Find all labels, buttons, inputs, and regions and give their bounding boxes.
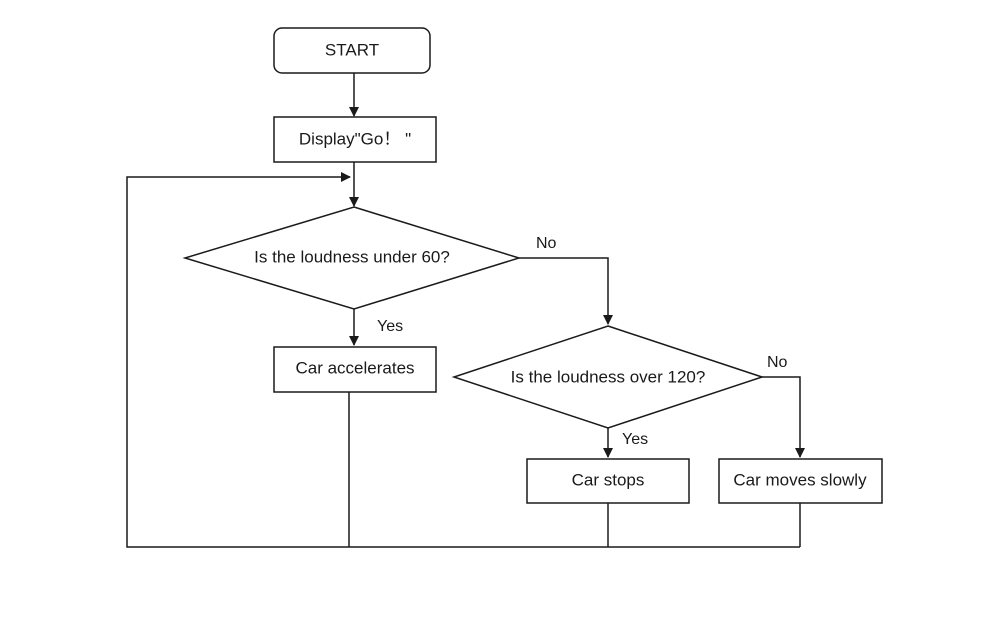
start-label: START xyxy=(325,40,379,59)
accelerate-label: Car accelerates xyxy=(295,358,414,377)
display-label: Display"Go！ " xyxy=(299,129,411,148)
decision2-node: Is the loudness over 120? xyxy=(451,325,765,429)
start-terminator-shape xyxy=(273,27,431,74)
decision2-no-label: No xyxy=(767,354,788,371)
decision1-no-label: No xyxy=(536,235,557,252)
accelerate-node: Car accelerates xyxy=(273,346,437,393)
stops-label: Car stops xyxy=(572,470,645,489)
decision1-node: Is the loudness under 60? xyxy=(182,206,522,310)
decision2-diamond-shape xyxy=(451,325,765,429)
arrow-decision1-no-branch xyxy=(519,257,613,325)
stops-process-shape xyxy=(526,458,690,504)
slow-process-shape xyxy=(718,458,883,504)
arrow-decision2-no-branch xyxy=(762,376,805,458)
display-process-shape xyxy=(273,116,437,163)
accelerate-process-shape xyxy=(273,346,437,393)
decision1-label: Is the loudness under 60? xyxy=(254,247,450,266)
decision1-diamond-shape xyxy=(182,206,522,310)
start-node: START xyxy=(273,27,431,74)
decision2-label: Is the loudness over 120? xyxy=(511,367,706,386)
decision2-yes-label: Yes xyxy=(622,431,648,448)
slow-node: Car moves slowly xyxy=(718,458,883,504)
stops-node: Car stops xyxy=(526,458,690,504)
edge-labels: No Yes No Yes xyxy=(377,235,788,448)
connector-lines xyxy=(126,73,805,548)
loop-back-line xyxy=(126,172,800,548)
decision1-yes-label: Yes xyxy=(377,318,403,335)
slow-label: Car moves slowly xyxy=(733,470,867,489)
display-node: Display"Go！ " xyxy=(273,116,437,163)
